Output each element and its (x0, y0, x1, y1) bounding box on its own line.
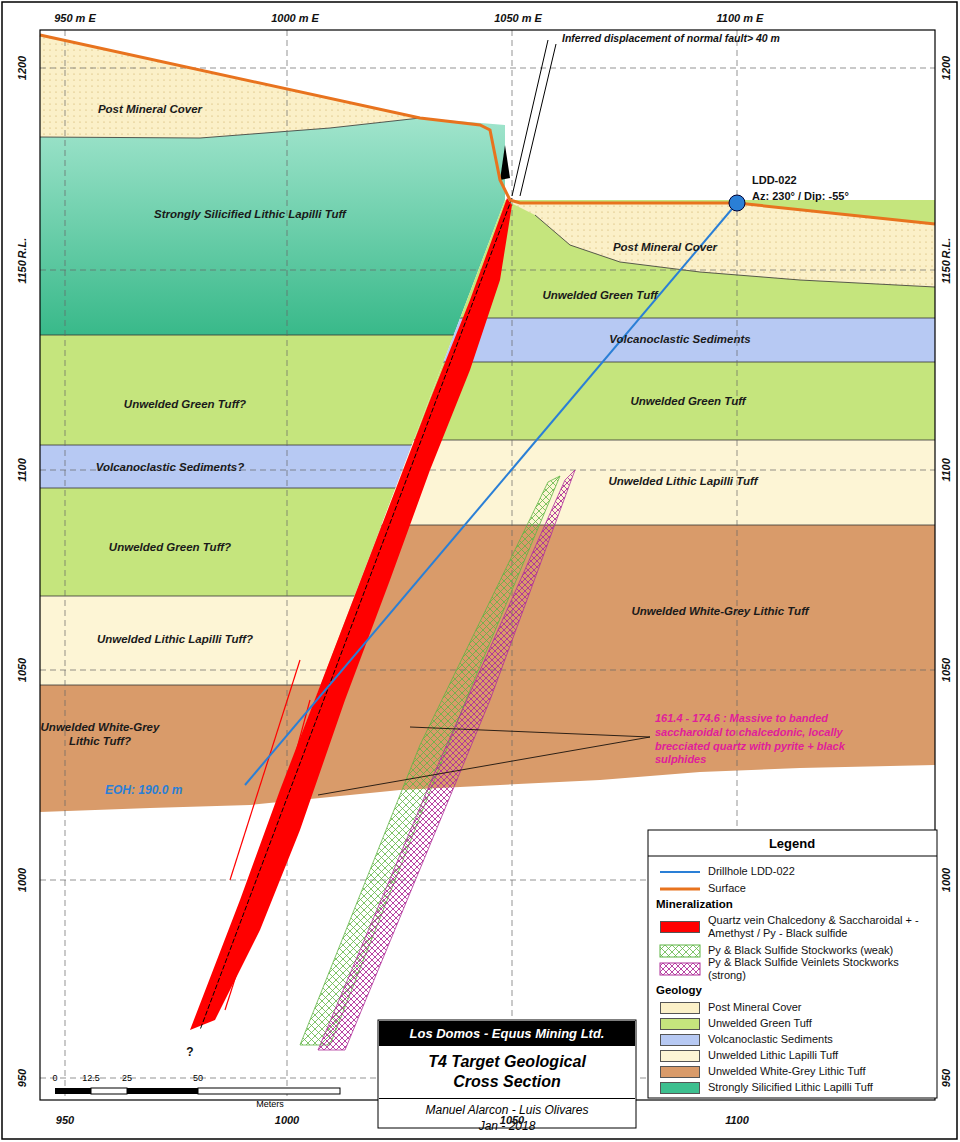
axis-label: 1050 (500, 1114, 524, 1126)
unit-label: Volcanoclastic Sediments? (70, 461, 270, 475)
legend-text: Unwelded Lithic Lapilli Tuff (708, 1049, 930, 1062)
axis-label: 950 (56, 1114, 74, 1126)
axis-label: 1050 (940, 658, 952, 682)
section-title: T4 Target Geological Cross Section (379, 1046, 635, 1099)
geology-unit: Unwelded Lithic Lapilli Tuff (563, 475, 803, 489)
legend-swatch (660, 1002, 700, 1014)
axis-label: 1100 m E (717, 12, 764, 24)
drillhole-orientation: Az: 230° / Dip: -55° (752, 190, 849, 202)
geology-unit: Strongly Silicified Lithic Lapilli Tuff (100, 208, 400, 222)
unit-label: Unwelded Green Tuff? (70, 541, 270, 555)
unit-label: Unwelded White-Grey Lithic Tuff? (40, 721, 160, 749)
unit-label: Strongly Silicified Lithic Lapilli Tuff (100, 208, 400, 222)
drillhole-name: LDD-022 (752, 174, 797, 186)
unit-label: Unwelded Green Tuff (588, 395, 788, 409)
legend-swatch (660, 1050, 700, 1062)
geology-unit: Unwelded Green Tuff (588, 395, 788, 409)
company-banner: Los Domos - Equus Mining Ltd. (379, 1021, 635, 1046)
axis-label: 1050 m E (494, 12, 542, 24)
legend-text: Post Mineral Cover (708, 1001, 930, 1014)
end-of-hole: EOH: 190.0 m (105, 783, 182, 797)
axis-label: R.L. (940, 238, 952, 259)
legend-title: Legend (769, 836, 815, 851)
axis-label: 950 m E (54, 12, 96, 24)
legend-swatch (660, 1034, 700, 1046)
axis-label: 1150 (16, 260, 28, 284)
legend-swatch (660, 1082, 700, 1094)
legend-text: Surface (708, 882, 930, 895)
legend-text: Unwelded White-Grey Lithic Tuff (708, 1065, 930, 1078)
scale-number: 12.5 (82, 1073, 100, 1083)
unit-label: Unwelded Lithic Lapilli Tuff (563, 475, 803, 489)
legend-text: Strongly Silicified Lithic Lapilli Tuff (708, 1081, 930, 1094)
unit-label: Volcanoclastic Sediments (570, 333, 790, 347)
geology-unit: Unwelded Lithic Lapilli Tuff? (65, 633, 285, 647)
axis-label: 1100 (725, 1114, 749, 1126)
geology-unit: Unwelded White-Grey Lithic Tuff? (40, 721, 160, 749)
geology-unit: Unwelded Green Tuff (500, 289, 700, 303)
unit-label: Post Mineral Cover (50, 103, 250, 117)
axis-label: 1000 (16, 868, 28, 892)
axis-label: 1100 (16, 458, 28, 482)
scale-unit: Meters (256, 1099, 284, 1109)
geology-unit: Unwelded Green Tuff? (85, 398, 285, 412)
axis-label: 1200 (940, 56, 952, 80)
legend-text: Py & Black Sulfide Veinlets Stockworks (… (708, 956, 930, 982)
legend-text: Unwelded Green Tuff (708, 1017, 930, 1030)
geology-unit: Post Mineral Cover (50, 103, 250, 117)
legend-swatch (660, 1066, 700, 1078)
unit-label: Unwelded Green Tuff (500, 289, 700, 303)
geology-unit: Unwelded White-Grey Lithic Tuff (590, 605, 850, 619)
axis-label: 1000 (940, 868, 952, 892)
legend-swatch (660, 1018, 700, 1030)
axis-label: 1000 (275, 1114, 299, 1126)
axis-label: R.L. (16, 238, 28, 259)
axis-label: 1150 (940, 260, 952, 284)
intercept-note: 161.4 - 174.6 : Massive to banded saccha… (655, 712, 875, 767)
unit-label: Unwelded Green Tuff? (85, 398, 285, 412)
legend-heading: Geology (656, 984, 702, 996)
axis-label: 950 (940, 1069, 952, 1087)
geology-unit: Volcanoclastic Sediments? (70, 461, 270, 475)
fault-note: Inferred displacement of normal fault> 4… (562, 32, 780, 44)
axis-label: 950 (16, 1069, 28, 1087)
unit-label: Unwelded White-Grey Lithic Tuff (590, 605, 850, 619)
axis-label: 1000 m E (271, 12, 319, 24)
legend-text: Py & Black Sulfide Stockworks (weak) (708, 944, 930, 957)
scale-number: 25 (122, 1073, 132, 1083)
scale-number: 0 (52, 1073, 57, 1083)
unit-label: Unwelded Lithic Lapilli Tuff? (65, 633, 285, 647)
geology-unit: Unwelded Green Tuff? (70, 541, 270, 555)
legend-text: Quartz vein Chalcedony & Saccharoidal + … (708, 914, 930, 940)
geology-unit: Volcanoclastic Sediments (570, 333, 790, 347)
scale-number: 50 (193, 1073, 203, 1083)
axis-label: 1100 (940, 458, 952, 482)
legend-swatch (660, 921, 700, 933)
legend-text: Drillhole LDD-022 (708, 865, 930, 878)
axis-label: 1050 (16, 658, 28, 682)
legend-heading: Mineralization (656, 898, 733, 910)
axis-label: 1200 (16, 56, 28, 80)
unit-label: Post Mineral Cover (565, 241, 765, 255)
query-mark: ? (186, 1045, 193, 1059)
geology-unit: Post Mineral Cover (565, 241, 765, 255)
legend-text: Volcanoclastic Sediments (708, 1033, 930, 1046)
